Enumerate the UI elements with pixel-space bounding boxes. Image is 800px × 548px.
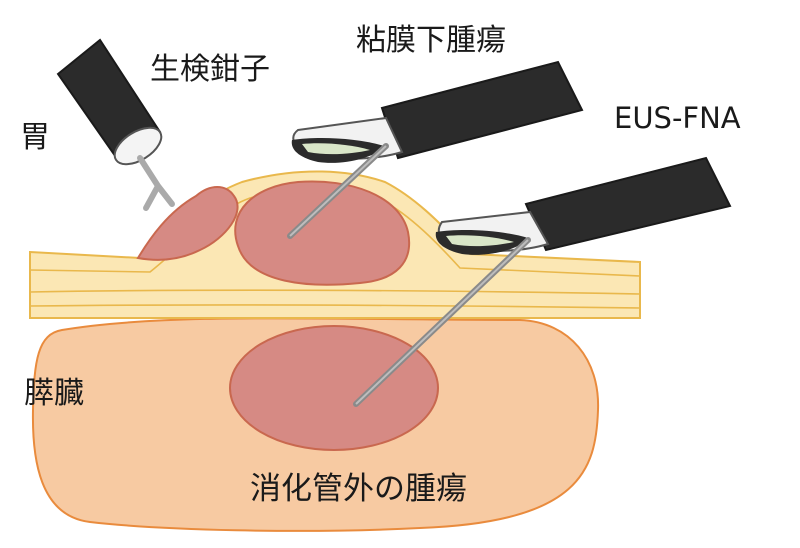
wall-layer-line (29, 289, 641, 295)
scope-shaft (380, 60, 584, 160)
echoendoscope-lower (435, 156, 732, 255)
transducer-window (302, 143, 370, 155)
label-biopsy-forceps: 生検鉗子 (150, 52, 270, 87)
mucosal-lesion (136, 186, 239, 261)
fna-needle-upper-core (289, 145, 387, 237)
forceps-tip (113, 126, 163, 166)
transducer-window (446, 235, 514, 247)
label-eus-fna: EUS-FNA (614, 101, 741, 135)
fna-needle-lower-core (355, 239, 529, 405)
wall-layer-line (29, 304, 641, 309)
label-extraluminal-tumor: 消化管外の腫瘍 (250, 471, 467, 507)
extraluminal-tumor-mass (229, 325, 439, 451)
label-submucosal-tumor: 粘膜下腫瘍 (356, 23, 506, 58)
echoendoscope-upper (291, 60, 584, 163)
forceps-jaws (137, 155, 175, 211)
scope-shaft (524, 156, 732, 252)
label-stomach: 胃 (20, 120, 50, 155)
label-pancreas: 膵臓 (24, 376, 84, 411)
submucosal-tumor-mass (234, 180, 411, 286)
biopsy-forceps (56, 38, 175, 211)
